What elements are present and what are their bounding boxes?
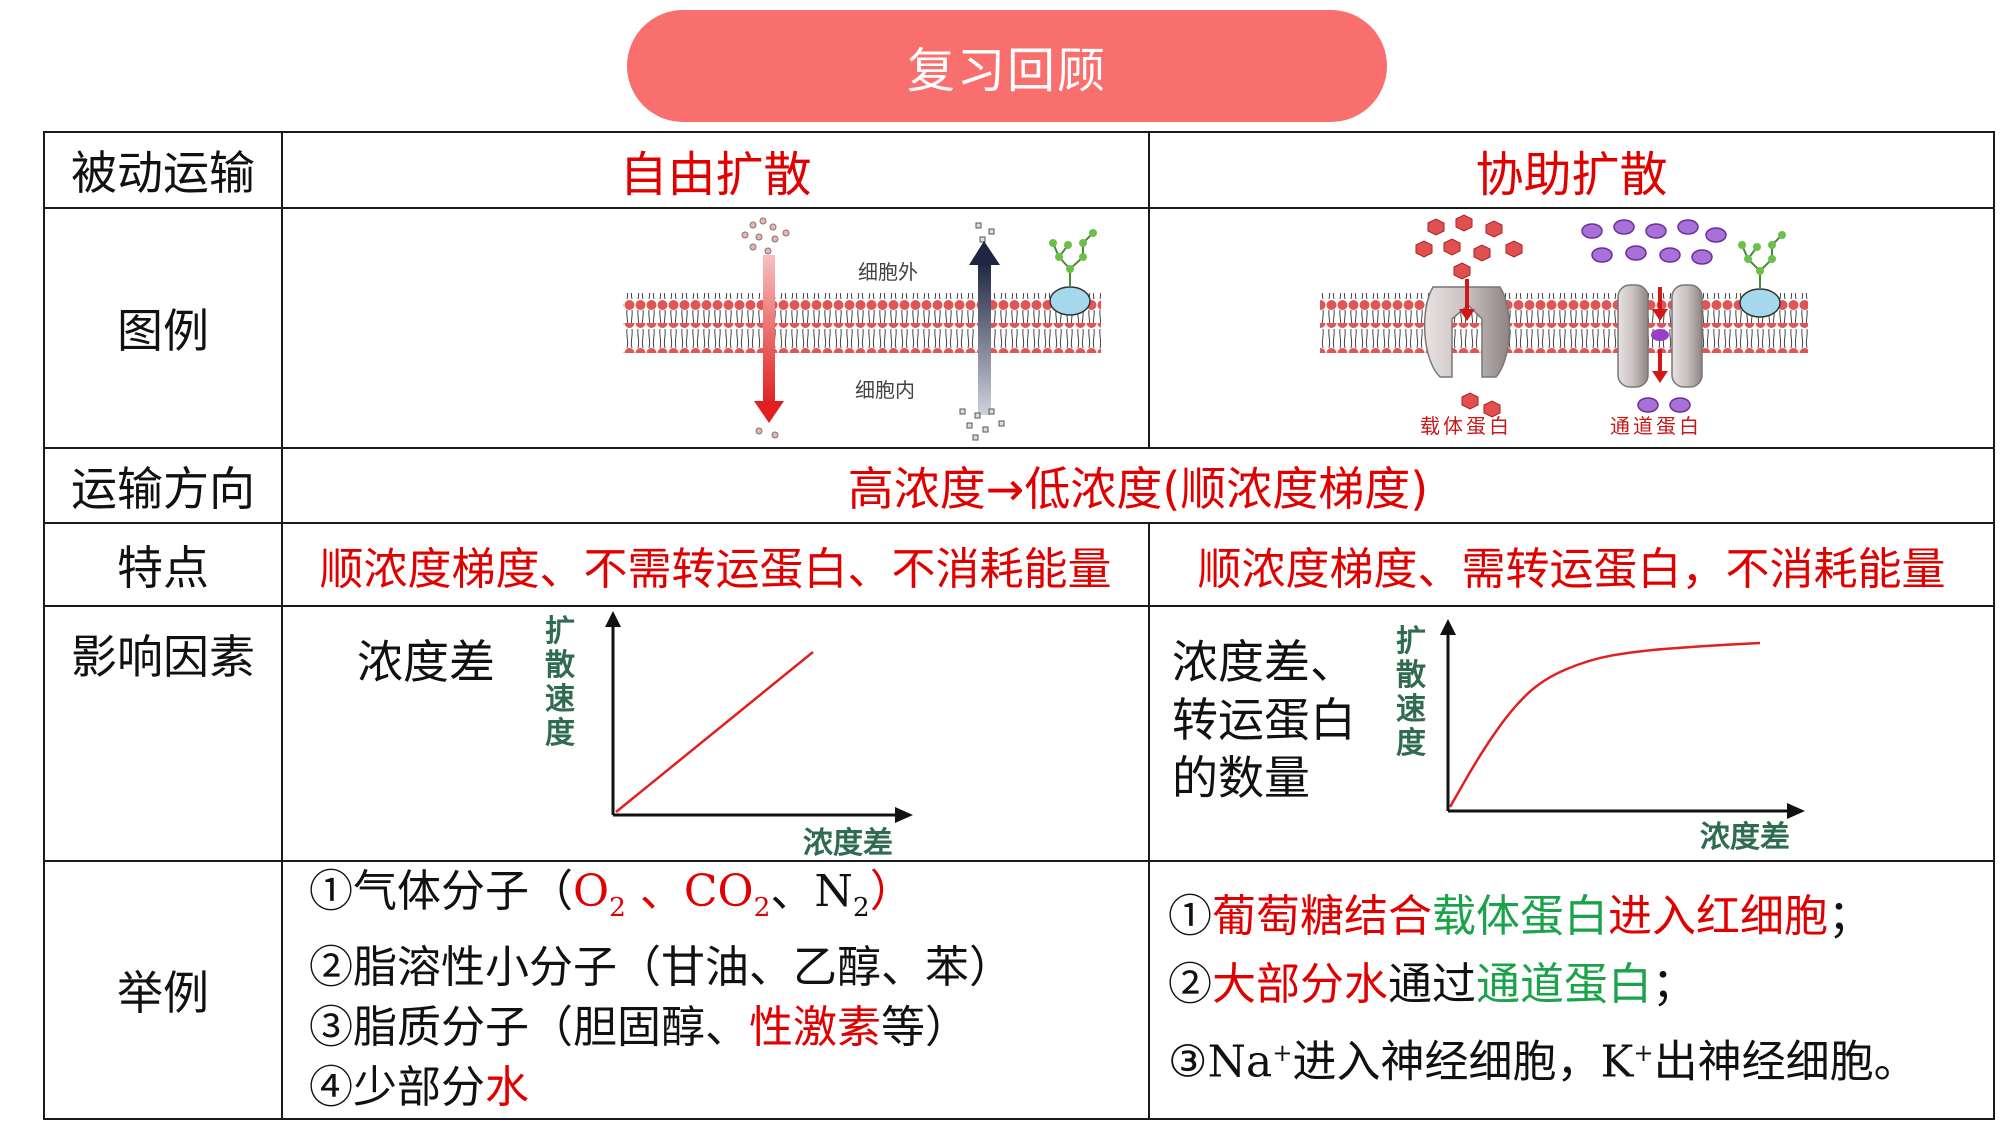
examples-row: 举例 ①气体分子（O2 、CO2、N2） ②脂溶性小分子（甘油、乙醇、苯） ③脂… — [43, 860, 1995, 1120]
y-axis-label-char: 散 — [1396, 658, 1426, 693]
y-axis-arrow — [1440, 619, 1456, 635]
example-line-1: ①葡萄糖结合载体蛋白进入红细胞； — [1168, 891, 1872, 943]
examples-list-1: ①气体分子（O2 、CO2、N2） ②脂溶性小分子（甘油、乙醇、苯） ③脂质分子… — [283, 862, 1148, 1118]
lipid-bilayer — [623, 293, 1101, 353]
example-line-1: ①气体分子（O2 、CO2、N2） — [309, 866, 914, 923]
y-axis-label-char: 速 — [1396, 692, 1426, 727]
y-axis-label-char: 扩 — [1396, 624, 1426, 659]
y-axis-label-char: 扩 — [545, 614, 575, 649]
y-axis-label-char: 度 — [545, 716, 575, 751]
row-label-examples: 举例 — [43, 860, 283, 1120]
direction-row: 运输方向 高浓度→低浓度(顺浓度梯度) — [43, 447, 1995, 524]
page-title: 复习回顾 — [906, 43, 1107, 99]
series-line — [1448, 641, 1761, 808]
facilitated-diffusion-diagram-cell: 载体蛋白 通道蛋白 — [1148, 207, 1995, 449]
label-channel-protein: 通道蛋白 — [1610, 414, 1702, 438]
factor-line-1: 浓度差、 — [1172, 635, 1356, 689]
x-axis-arrow — [895, 807, 913, 823]
row-label-features: 特点 — [43, 522, 283, 607]
col-header-facilitated-diffusion: 协助扩散 — [1148, 131, 1995, 209]
x-axis-arrow — [1787, 803, 1805, 819]
y-axis-arrow — [605, 611, 621, 627]
passive-transport-table: 被动运输 自由扩散 协助扩散 图例 — [43, 131, 1995, 1120]
example-line-3: ③Na+进入神经细胞，K+出神经细胞。 — [1168, 1036, 1918, 1088]
factors-row: 影响因素 浓度差 扩散速度 浓度差 浓度差、 转运蛋白 — [43, 605, 1995, 862]
factor-line-2: 转运蛋白 — [1172, 693, 1356, 747]
diffusion-in-arrow — [754, 255, 784, 423]
example-line-3: ③脂质分子（胆固醇、性激素等） — [309, 1001, 969, 1053]
label-outside: 细胞外 — [858, 260, 918, 284]
row-label-legend: 图例 — [43, 207, 283, 449]
legend-row: 图例 — [43, 207, 1995, 449]
facilitated-diffusion-diagram: 载体蛋白 通道蛋白 — [1320, 214, 1808, 438]
factor-label-2: 浓度差、 转运蛋白 的数量 — [1172, 633, 1356, 807]
example-line-2: ②脂溶性小分子（甘油、乙醇、苯） — [309, 941, 1013, 993]
factor-label-1: 浓度差 — [357, 635, 495, 689]
series-line — [615, 651, 814, 813]
example-line-2: ②大部分水通过通道蛋白； — [1168, 959, 1696, 1011]
direction-value: 高浓度→低浓度(顺浓度梯度) — [281, 447, 1995, 524]
title-banner: 复习回顾 — [627, 10, 1387, 122]
glycoprotein-icon — [1049, 229, 1097, 316]
features-row: 特点 顺浓度梯度、不需转运蛋白、不消耗能量 顺浓度梯度、需转运蛋白，不消耗能量 — [43, 522, 1995, 607]
glycoprotein-icon-2 — [1738, 231, 1786, 318]
x-axis-label: 浓度差 — [1700, 820, 1790, 855]
label-carrier-protein: 载体蛋白 — [1420, 414, 1512, 438]
water-molecules — [1581, 219, 1727, 413]
examples-free-diffusion: ①气体分子（O2 、CO2、N2） ②脂溶性小分子（甘油、乙醇、苯） ③脂质分子… — [281, 860, 1150, 1120]
diffusion-out-arrow — [969, 241, 1000, 415]
factors-facilitated-diffusion: 浓度差、 转运蛋白 的数量 扩散速度 浓度差 — [1148, 605, 1995, 862]
row-label-passive-transport: 被动运输 — [43, 131, 283, 209]
examples-facilitated-diffusion: ①葡萄糖结合载体蛋白进入红细胞； ②大部分水通过通道蛋白； ③Na+进入神经细胞… — [1148, 860, 1995, 1120]
features-facilitated-diffusion: 顺浓度梯度、需转运蛋白，不消耗能量 — [1148, 522, 1995, 607]
row-label-direction: 运输方向 — [43, 447, 283, 524]
y-axis-label-char: 散 — [545, 648, 575, 683]
glucose-molecules — [1415, 214, 1523, 418]
outside-molecules — [741, 217, 790, 255]
example-line-4: ④少部分水 — [309, 1061, 529, 1113]
factors-free-diffusion: 浓度差 扩散速度 浓度差 — [281, 605, 1150, 862]
carrier-protein — [1423, 279, 1511, 378]
features-free-diffusion: 顺浓度梯度、不需转运蛋白、不消耗能量 — [281, 522, 1150, 607]
header-row: 被动运输 自由扩散 协助扩散 — [43, 131, 1995, 209]
inside-molecules — [755, 408, 1005, 441]
free-diffusion-diagram-cell: 细胞外 细胞内 — [281, 207, 1150, 449]
examples-list-2: ①葡萄糖结合载体蛋白进入红细胞； ②大部分水通过通道蛋白； ③Na+进入神经细胞… — [1150, 883, 1993, 1097]
channel-protein — [1617, 284, 1703, 388]
col-header-free-diffusion: 自由扩散 — [281, 131, 1150, 209]
lipid-bilayer-2 — [1320, 293, 1808, 353]
factor-line-3: 的数量 — [1172, 751, 1310, 805]
y-axis-label-char: 速 — [545, 682, 575, 717]
outside-molecules-right — [975, 222, 995, 243]
x-axis-label: 浓度差 — [803, 826, 893, 860]
free-diffusion-diagram: 细胞外 细胞内 — [623, 217, 1101, 441]
y-axis-label-char: 度 — [1396, 726, 1426, 761]
row-label-factors: 影响因素 — [43, 605, 283, 862]
label-inside: 细胞内 — [855, 378, 915, 402]
